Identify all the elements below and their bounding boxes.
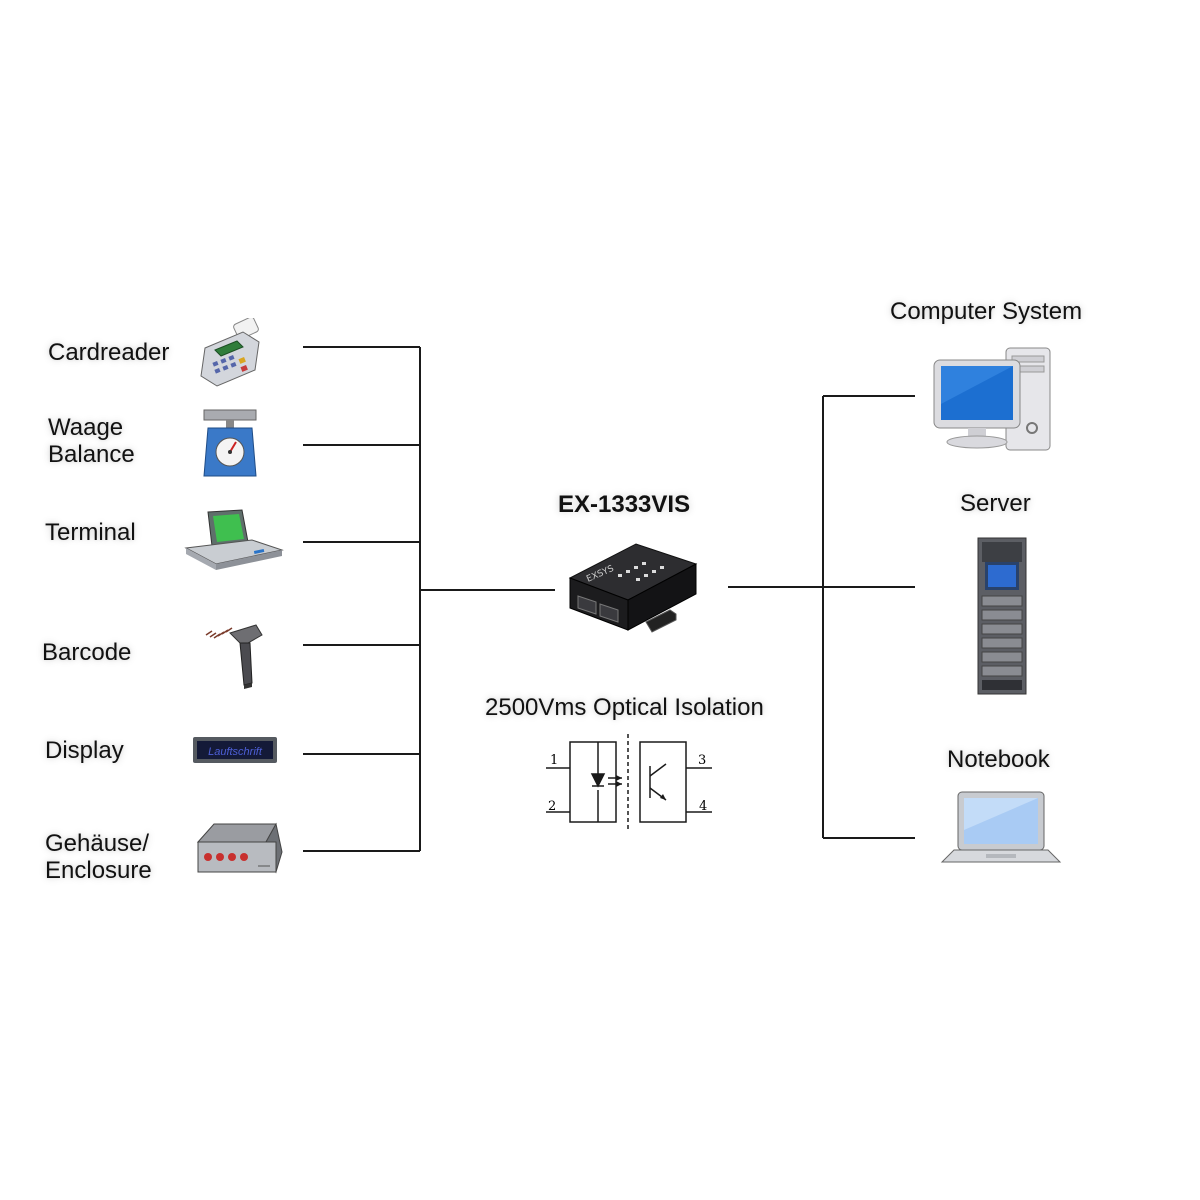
cardreader-icon [200, 318, 260, 387]
label-enclosure-line1: Gehäuse/ [45, 830, 150, 857]
enclosure-icon [196, 822, 283, 874]
device-name: EX-1333VIS [558, 491, 691, 518]
server-rack-icon [977, 537, 1027, 695]
serial-server-icon: EXSYS [568, 543, 698, 633]
pin-4-label: 4 [699, 799, 707, 814]
label-server: Server [960, 490, 1031, 517]
pin-3-label: 3 [698, 753, 706, 768]
led-display-text: Lauftschrift [208, 746, 263, 758]
terminal-icon [184, 509, 284, 570]
label-terminal: Terminal [45, 519, 136, 546]
label-cardreader: Cardreader [48, 339, 170, 366]
label-balance: Waage Balance [48, 414, 135, 468]
label-enclosure-line2: Enclosure [45, 857, 152, 884]
notebook-icon [940, 791, 1062, 863]
isolation-label: 2500Vms Optical Isolation [485, 694, 764, 721]
pin-1-label: 1 [550, 753, 558, 768]
label-balance-line1: Waage [48, 414, 124, 441]
label-computer-system: Computer System [890, 298, 1083, 325]
label-barcode: Barcode [42, 639, 132, 666]
label-display: Display [45, 737, 124, 764]
label-enclosure: Gehäuse/ Enclosure [45, 830, 152, 884]
desktop-computer-icon [933, 347, 1051, 451]
pin-2-label: 2 [548, 799, 556, 814]
led-display-icon: Lauftschrift [193, 737, 277, 763]
optocoupler-schematic: 1 2 3 4 [546, 734, 712, 832]
barcode-scanner-icon [205, 624, 263, 689]
label-notebook: Notebook [947, 746, 1050, 773]
scale-icon [203, 409, 257, 477]
label-balance-line2: Balance [48, 441, 135, 468]
